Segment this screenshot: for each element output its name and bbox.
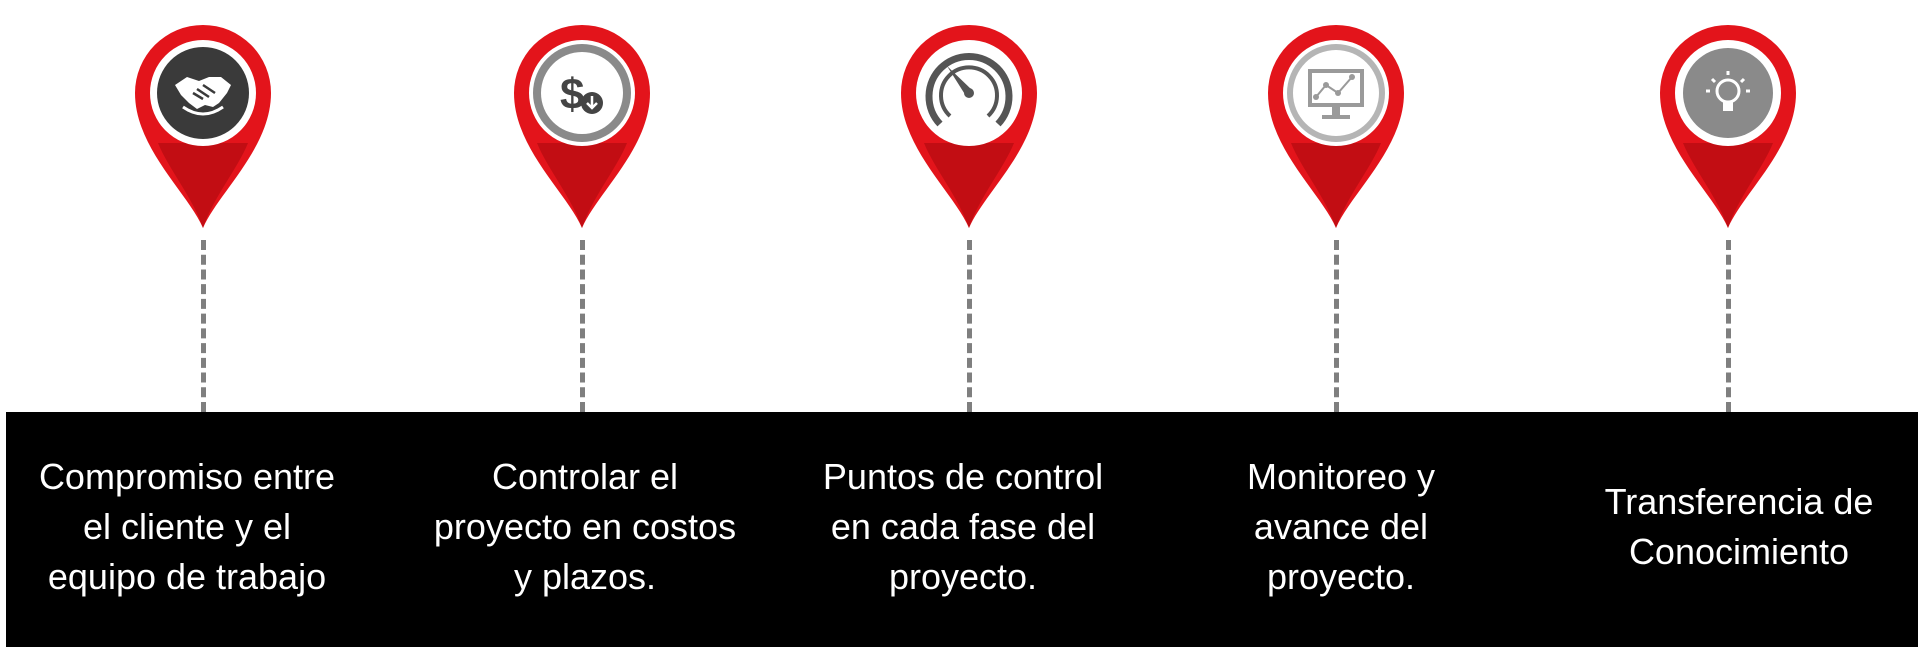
handshake-icon xyxy=(175,77,231,116)
lightbulb-icon xyxy=(1706,71,1750,111)
map-pin xyxy=(133,18,273,243)
map-pin xyxy=(1658,18,1798,243)
step-label: Monitoreo y avance del proyecto. xyxy=(1246,456,1436,597)
connector-dash xyxy=(201,240,206,412)
connector-dash xyxy=(580,240,585,412)
step-label: Puntos de control en cada fase del proye… xyxy=(822,456,1104,597)
step-cost-control: $ Controlar el proyecto en costos y plaz… xyxy=(415,0,755,647)
speedometer-icon xyxy=(925,52,1013,127)
monitor-chart-icon xyxy=(1308,69,1364,119)
step-label: Compromiso entre el cliente y el equipo … xyxy=(38,456,336,597)
step-checkpoints: Puntos de control en cada fase del proye… xyxy=(793,0,1133,647)
step-label: Transferencia de Conocimiento xyxy=(1604,481,1874,572)
step-knowledge-transfer: Transferencia de Conocimiento xyxy=(1569,0,1909,647)
map-pin xyxy=(899,18,1039,243)
svg-text:$: $ xyxy=(560,70,584,119)
map-pin: $ xyxy=(512,18,652,243)
step-monitoring: Monitoreo y avance del proyecto. xyxy=(1171,0,1511,647)
connector-dash xyxy=(1334,240,1339,412)
map-pin xyxy=(1266,18,1406,243)
step-label: Controlar el proyecto en costos y plazos… xyxy=(433,456,737,597)
label-band xyxy=(6,412,1918,647)
connector-dash xyxy=(1726,240,1731,412)
connector-dash xyxy=(967,240,972,412)
dollar-download-icon: $ xyxy=(560,70,603,119)
step-commitment: Compromiso entre el cliente y el equipo … xyxy=(17,0,357,647)
